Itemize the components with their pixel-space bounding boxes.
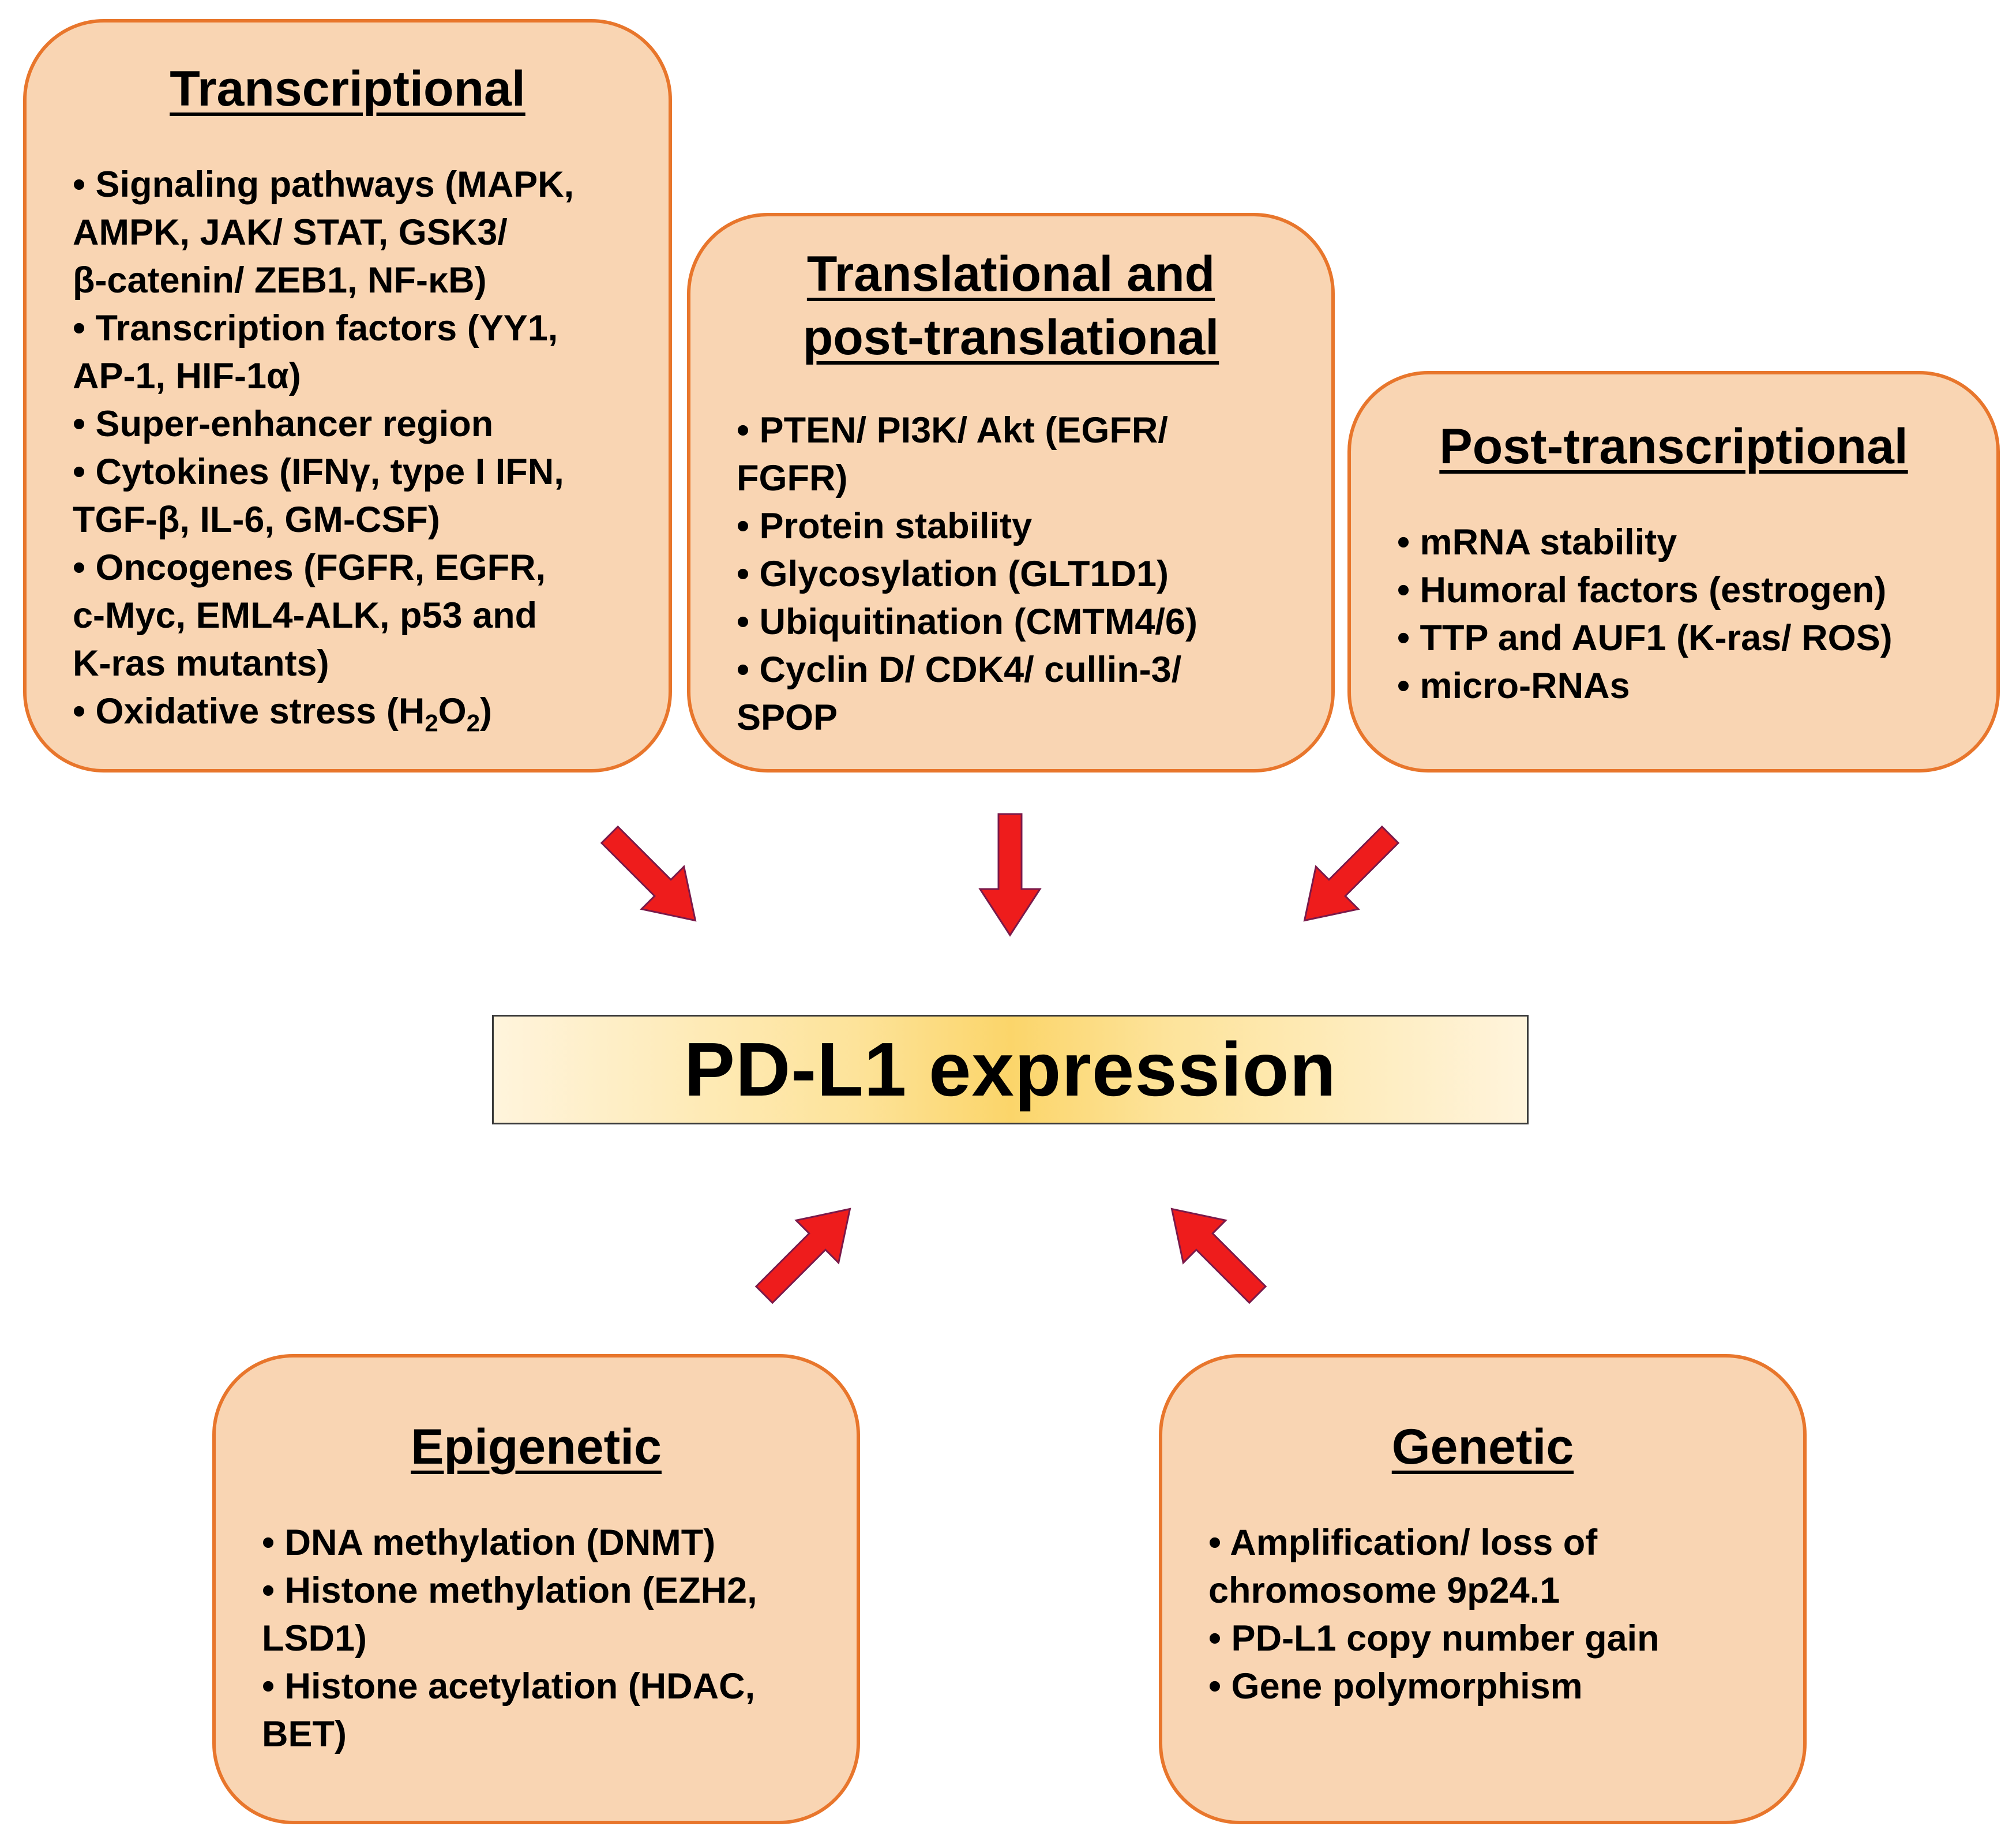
pd-l1-expression-label: PD-L1 expression — [684, 1027, 1337, 1112]
arrow-down-right-icon — [587, 812, 718, 943]
list-item: SPOP — [737, 697, 838, 738]
list-item: • Signaling pathways (MAPK, — [73, 164, 575, 205]
arrow-up-left-icon — [1150, 1187, 1280, 1317]
list-item: K-ras mutants) — [73, 643, 329, 684]
list-item: TGF-β, IL-6, GM-CSF) — [73, 500, 440, 540]
list-item: • Gene polymorphism — [1208, 1666, 1583, 1707]
list-item: • Cytokines (IFNγ, type I IFN, — [73, 452, 564, 492]
list-item: FGFR) — [737, 458, 848, 498]
list-item: • Cyclin D/ CDK4/ cullin-3/ — [737, 650, 1182, 690]
transcriptional-title: Transcriptional — [170, 61, 525, 117]
epigenetic-list: • DNA methylation (DNMT) • Histone methy… — [262, 1519, 844, 1758]
list-item: • Glycosylation (GLT1D1) — [737, 554, 1169, 594]
list-item: β-catenin/ ZEB1, NF-κB) — [73, 260, 487, 301]
translational-title-line2: post-translational — [802, 310, 1219, 365]
list-item: AMPK, JAK/ STAT, GSK3/ — [73, 212, 508, 253]
translational-list: • PTEN/ PI3K/ Akt (EGFR/ FGFR) • Protein… — [737, 407, 1319, 742]
post-transcriptional-title: Post-transcriptional — [1439, 419, 1908, 474]
translational-box: Translational and post-translational • P… — [687, 213, 1335, 772]
pd-l1-expression-box: PD-L1 expression — [492, 1015, 1529, 1124]
subscript-2: 2 — [466, 709, 480, 737]
list-item: c-Myc, EML4-ALK, p53 and — [73, 595, 538, 636]
post-transcriptional-box: Post-transcriptional • mRNA stability • … — [1347, 371, 2000, 772]
list-item: • micro-RNAs — [1397, 666, 1630, 706]
oxidative-suffix: ) — [480, 691, 493, 732]
translational-title-line1: Translational and — [806, 246, 1215, 302]
list-item: • Protein stability — [737, 506, 1033, 546]
oxidative-mid: O — [438, 691, 467, 732]
oxidative-prefix: • Oxidative stress (H — [73, 691, 425, 732]
list-item: AP-1, HIF-1α) — [73, 356, 301, 396]
list-item: • Histone methylation (EZH2, — [262, 1570, 757, 1611]
epigenetic-box: Epigenetic • DNA methylation (DNMT) • Hi… — [212, 1354, 860, 1824]
list-item-oxidative-stress: • Oxidative stress (H2O2) — [73, 688, 661, 736]
genetic-box: Genetic • Amplification/ loss of chromos… — [1159, 1354, 1807, 1824]
post-transcriptional-list: • mRNA stability • Humoral factors (estr… — [1397, 519, 1985, 710]
epigenetic-title: Epigenetic — [411, 1419, 662, 1475]
list-item: • Oncogenes (FGFR, EGFR, — [73, 548, 546, 588]
list-item: • PTEN/ PI3K/ Akt (EGFR/ — [737, 410, 1168, 451]
transcriptional-list: • Signaling pathways (MAPK, AMPK, JAK/ S… — [73, 161, 661, 736]
list-item: • mRNA stability — [1397, 522, 1677, 562]
list-item: • Histone acetylation (HDAC, — [262, 1666, 756, 1707]
arrow-up-right-icon — [742, 1187, 872, 1317]
list-item: • TTP and AUF1 (K-ras/ ROS) — [1397, 618, 1893, 658]
list-item: chromosome 9p24.1 — [1208, 1570, 1560, 1611]
list-item: BET) — [262, 1714, 347, 1754]
list-item: • Transcription factors (YY1, — [73, 308, 558, 348]
list-item: • Amplification/ loss of — [1208, 1522, 1598, 1563]
list-item: • Ubiquitination (CMTM4/6) — [737, 602, 1197, 642]
arrow-down-left-icon — [1282, 812, 1413, 943]
arrow-down-icon — [979, 813, 1041, 936]
list-item: • DNA methylation (DNMT) — [262, 1522, 716, 1563]
genetic-title: Genetic — [1391, 1419, 1574, 1475]
subscript-2: 2 — [425, 709, 438, 737]
genetic-list: • Amplification/ loss of chromosome 9p24… — [1208, 1519, 1791, 1711]
transcriptional-box: Transcriptional • Signaling pathways (MA… — [23, 19, 672, 772]
list-item: • Humoral factors (estrogen) — [1397, 570, 1887, 610]
list-item: LSD1) — [262, 1618, 367, 1659]
list-item: • Super-enhancer region — [73, 404, 494, 444]
list-item: • PD-L1 copy number gain — [1208, 1618, 1660, 1659]
